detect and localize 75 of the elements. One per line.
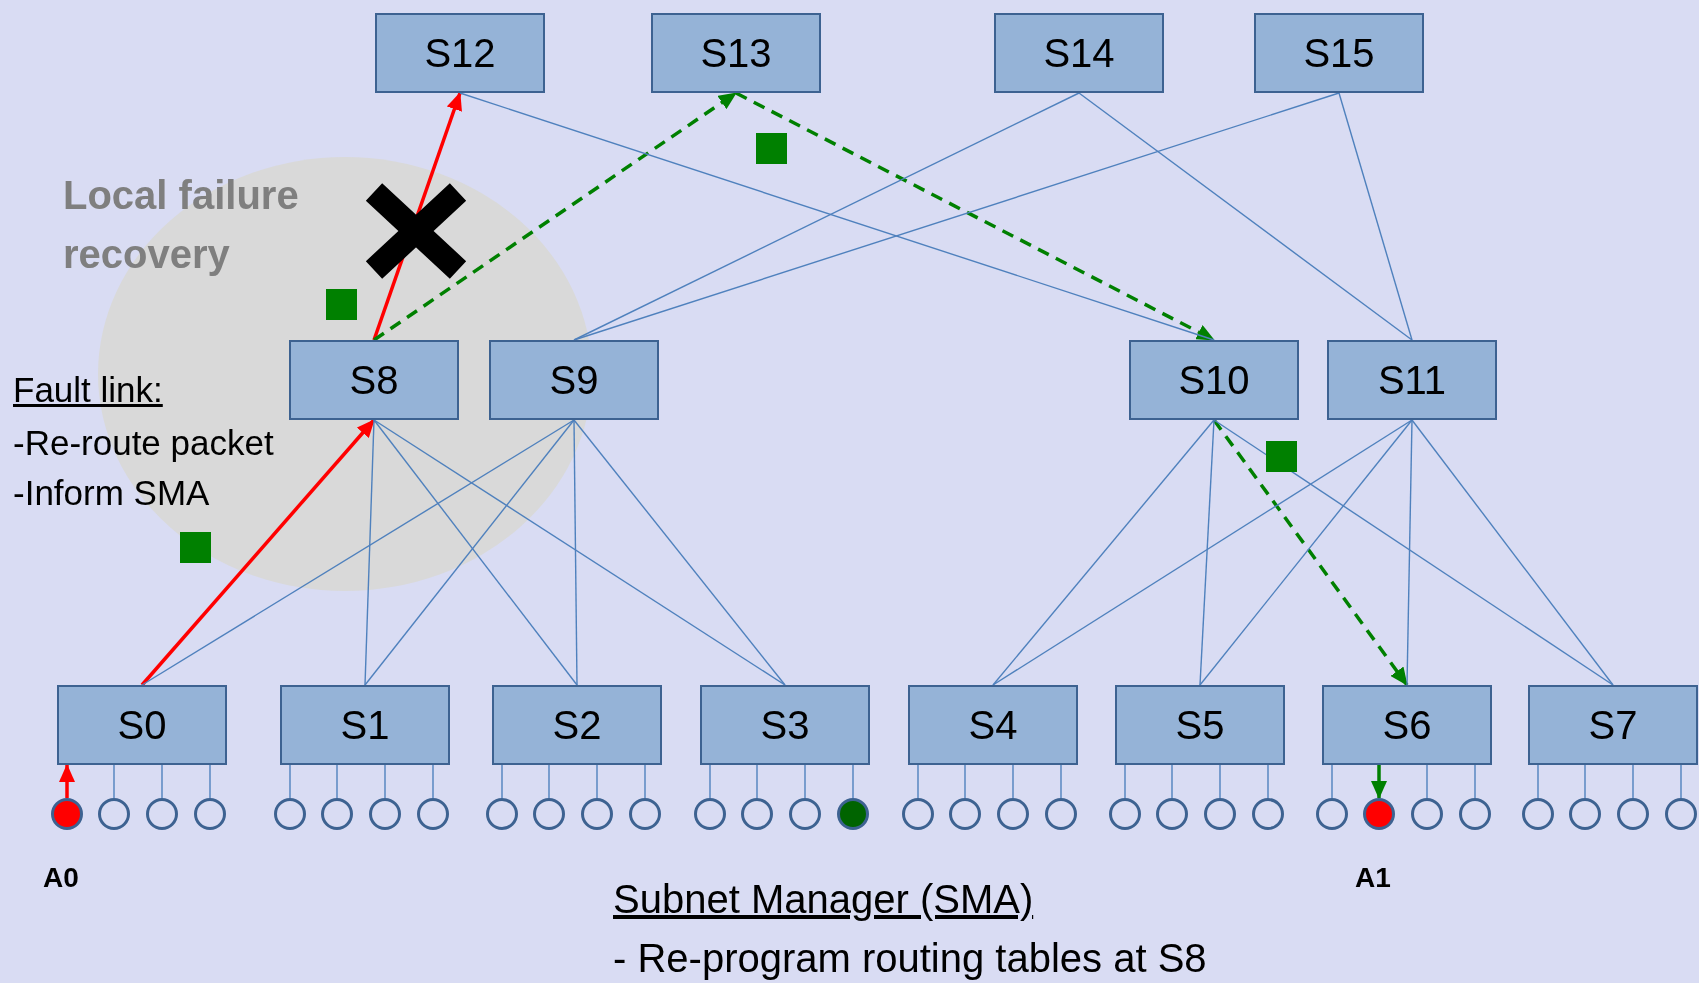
arrow [735,91,1215,342]
link-line [573,419,578,686]
link-line [644,764,646,799]
link-line [804,764,806,799]
arrow [59,764,75,798]
link-line [1078,92,1413,341]
link-line [1012,764,1014,799]
link-line [573,92,1340,341]
switch-box: S3 [700,685,870,765]
link-line [709,764,711,799]
arrow [140,418,376,687]
link-line [113,764,115,799]
link-line [992,419,1413,686]
link-line [548,764,550,799]
link-line [1213,419,1614,686]
link-line [364,419,375,686]
link-line [161,764,163,799]
switch-box: S1 [280,685,450,765]
switch-box: S15 [1254,13,1424,93]
link-line [573,419,786,686]
switch-box: S5 [1115,685,1285,765]
link-line [1267,764,1269,799]
arrow [373,91,737,342]
link-line [432,764,434,799]
link-line [1632,764,1634,799]
link-line [1680,764,1682,799]
switch-box: S12 [375,13,545,93]
link-line [596,764,598,799]
link-line [1474,764,1476,799]
note-heading: Subnet Manager (SMA) [613,876,1034,922]
note-heading: Fault link: [13,369,163,411]
link-line [1338,92,1413,341]
host-label: A0 [43,862,79,894]
link-line [573,92,1080,341]
link-line [1537,764,1539,799]
switch-box: S14 [994,13,1164,93]
link-line [1406,419,1413,686]
region-title: Local failure recovery [63,172,300,278]
link-line [852,764,854,799]
note-line: -Re-route packet [13,422,274,464]
link-line [373,419,786,686]
link-line [501,764,503,799]
link-line [1426,764,1428,799]
link-line [1584,764,1586,799]
note-line: - Re-program routing tables at S8 [613,936,1207,980]
switch-box: S13 [651,13,821,93]
switch-box: S7 [1528,685,1698,765]
link-line [1124,764,1126,799]
link-line [459,92,1215,341]
link-line [1331,764,1333,799]
switch-box: S8 [289,340,459,420]
link-line [1199,419,1215,686]
switch-box: S2 [492,685,662,765]
switch-box: S4 [908,685,1078,765]
switch-box: S6 [1322,685,1492,765]
link-line [1060,764,1062,799]
link-line [209,764,211,799]
switch-box: S10 [1129,340,1299,420]
link-line [1171,764,1173,799]
note-line: -Inform SMA [13,472,210,514]
link-line [964,764,966,799]
host-label: A1 [1355,862,1391,894]
link-line [1411,419,1614,686]
link-line [1219,764,1221,799]
link-line [917,764,919,799]
link-line [384,764,386,799]
switch-box: S0 [57,685,227,765]
link-line [141,419,575,686]
arrow [1371,765,1387,799]
link-line [756,764,758,799]
switch-box: S11 [1327,340,1497,420]
link-line [992,419,1215,686]
link-line [289,764,291,799]
switch-box: S9 [489,340,659,420]
link-line [336,764,338,799]
